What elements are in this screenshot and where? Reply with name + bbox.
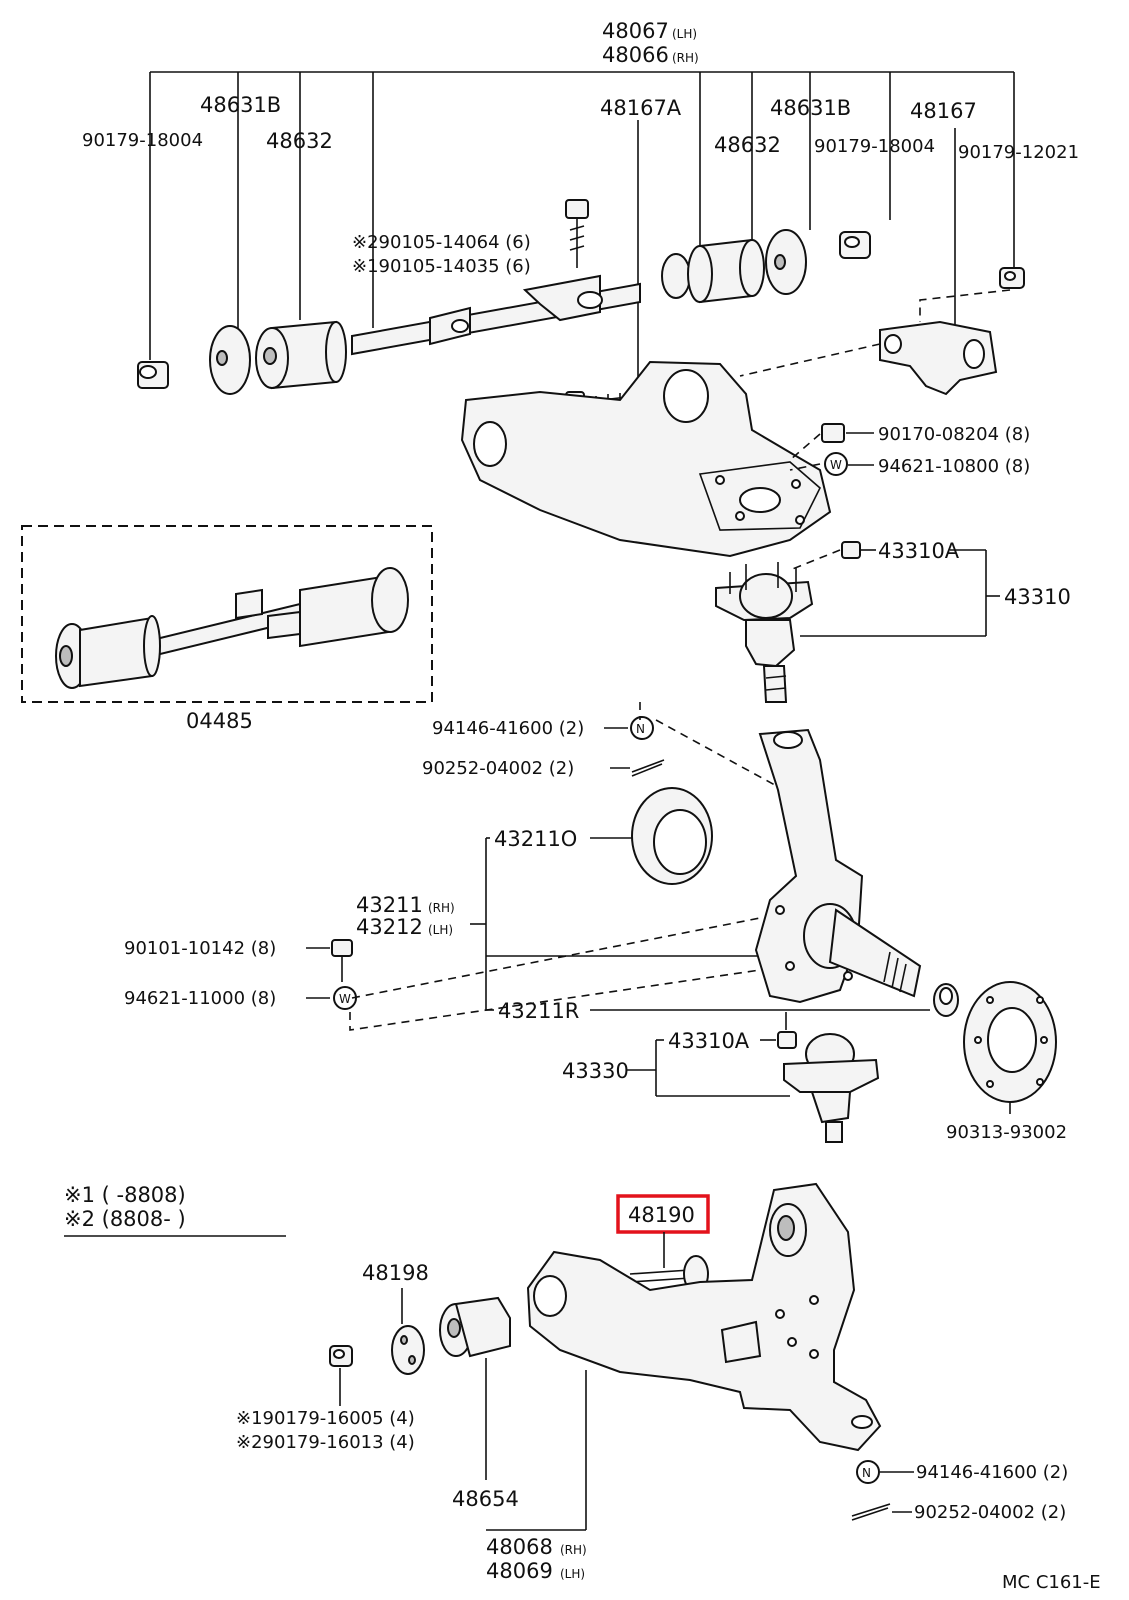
label-290105-14064: ※290105-14064 (6) xyxy=(352,232,531,253)
legend: ※1 ( -8808) ※2 (8808- ) xyxy=(64,1183,286,1237)
oil-seal-43211r-icon xyxy=(933,983,959,1017)
label-43211o: 43211O xyxy=(494,827,577,851)
washer-letter: W xyxy=(830,458,842,472)
label-48632-left: 48632 xyxy=(266,129,333,153)
label-04485: 04485 xyxy=(186,709,253,733)
upper-control-arm-icon xyxy=(460,360,832,558)
highlight-box-48190 xyxy=(616,1194,710,1234)
label-94621-11000: 94621-11000 (8) xyxy=(124,988,276,1009)
nut-small-icon xyxy=(999,267,1025,289)
nut-90170-icon xyxy=(821,423,845,443)
ball-joint-lower-icon xyxy=(783,1033,880,1143)
washer-left-icon xyxy=(209,325,251,395)
label-43211r: 43211R xyxy=(498,999,579,1023)
label-48632-right: 48632 xyxy=(714,133,781,157)
washer-94621-10800-icon: W xyxy=(824,452,848,476)
label-48067: 48067 xyxy=(602,19,669,43)
label-48068-side: (RH) xyxy=(560,1543,587,1557)
bracket-48167-icon xyxy=(879,320,998,396)
label-90252-04002-bottom: 90252-04002 (2) xyxy=(914,1502,1066,1523)
ball-joint-upper-icon xyxy=(715,562,814,703)
lower-arm-group: 48190 48198 48654 ※190179-16005 (4) ※290… xyxy=(236,1182,1068,1583)
label-90170-08204: 90170-08204 (8) xyxy=(878,424,1030,445)
label-48066: 48066 xyxy=(602,43,669,67)
washer-right-icon xyxy=(765,229,807,295)
legend-line-1: ※1 ( -8808) xyxy=(64,1183,186,1207)
upper-arm-labels: 48067 (LH) 48066 (RH) 48631B 48632 90179… xyxy=(82,19,1079,277)
label-43211-side: (RH) xyxy=(428,901,455,915)
castle-nut-top-icon: N xyxy=(630,716,654,740)
label-48167: 48167 xyxy=(910,99,977,123)
label-48068: 48068 xyxy=(486,1535,553,1559)
lower-control-arm-icon xyxy=(526,1182,882,1452)
label-48069-side: (LH) xyxy=(560,1567,585,1581)
label-290179-16013: ※290179-16013 (4) xyxy=(236,1432,415,1453)
label-48190: 48190 xyxy=(628,1203,695,1227)
upper-ball-joint-group: 43310A 43310 xyxy=(715,539,1071,703)
nut-43310a-bottom-icon xyxy=(777,1031,797,1049)
label-190179-16005: ※190179-16005 (4) xyxy=(236,1408,415,1429)
label-43212-side: (LH) xyxy=(428,923,453,937)
nut-190179-icon xyxy=(329,1345,353,1367)
label-90179-12021: 90179-12021 xyxy=(958,142,1079,163)
kit-04485-group: 04485 xyxy=(21,525,433,733)
label-48654: 48654 xyxy=(452,1487,519,1511)
label-43310: 43310 xyxy=(1004,585,1071,609)
bolt-top-icon xyxy=(565,199,589,268)
label-48069: 48069 xyxy=(486,1559,553,1583)
label-94146-41600-bottom: 94146-41600 (2) xyxy=(916,1462,1068,1483)
label-43211: 43211 xyxy=(356,893,423,917)
lower-ball-joint-group: 43310A 43330 xyxy=(562,1012,880,1143)
legend-line-2: ※2 (8808- ) xyxy=(64,1207,186,1231)
label-94621-10800: 94621-10800 (8) xyxy=(878,456,1030,477)
label-94146-41600-top: 94146-41600 (2) xyxy=(432,718,584,739)
dust-seal-43211o-icon xyxy=(631,787,713,885)
label-90179-18004-left: 90179-18004 xyxy=(82,130,203,151)
nut-left-icon xyxy=(137,361,169,389)
label-90252-04002-top: 90252-04002 (2) xyxy=(422,758,574,779)
cotter-pin-bottom-icon xyxy=(851,1503,891,1521)
backing-plate-90313-icon xyxy=(963,981,1057,1103)
label-48066-side: (RH) xyxy=(672,51,699,65)
nut-right-icon xyxy=(839,231,871,259)
label-90313-93002: 90313-93002 xyxy=(946,1122,1067,1143)
bushing-right-icon xyxy=(661,238,765,304)
label-190105-14035: ※190105-14035 (6) xyxy=(352,256,531,277)
bushing-left-icon xyxy=(255,320,347,390)
kit-shaft-icon xyxy=(55,567,409,689)
label-43310a-bottom: 43310A xyxy=(668,1029,750,1053)
washer-48198-icon xyxy=(391,1325,425,1375)
label-48631b-left: 48631B xyxy=(200,93,281,117)
label-90101-10142: 90101-10142 (8) xyxy=(124,938,276,959)
castle-nut-bottom-icon: N xyxy=(856,1460,880,1484)
washer-letter-2: W xyxy=(339,992,351,1006)
upper-arm-parts: W 90170-08204 (8) 94621-10800 (8) xyxy=(137,199,1030,558)
nut-43310a-top-icon xyxy=(841,541,861,559)
label-43310a-top: 43310A xyxy=(878,539,960,563)
nut-letter-bottom: N xyxy=(862,1466,871,1480)
label-43330: 43330 xyxy=(562,1059,629,1083)
diagram-code: MC C161-E xyxy=(1002,1572,1101,1593)
cotter-pin-top-icon xyxy=(631,759,665,777)
nut-letter-top: N xyxy=(636,722,645,736)
bolt-90101-icon xyxy=(331,939,353,982)
bushing-48654-icon xyxy=(439,1296,511,1358)
steering-knuckle-icon xyxy=(754,728,922,1004)
label-43212: 43212 xyxy=(356,915,423,939)
knuckle-group: 94146-41600 (2) N 90252-04002 (2) 43211O… xyxy=(124,702,1067,1143)
upper-arm-leader-lines xyxy=(149,71,1015,380)
label-48067-side: (LH) xyxy=(672,27,697,41)
label-48198: 48198 xyxy=(362,1261,429,1285)
label-90179-18004-right: 90179-18004 xyxy=(814,136,935,157)
label-48167a: 48167A xyxy=(600,96,682,120)
label-48631b-right: 48631B xyxy=(770,96,851,120)
upper-arm-shaft-icon xyxy=(351,274,641,356)
